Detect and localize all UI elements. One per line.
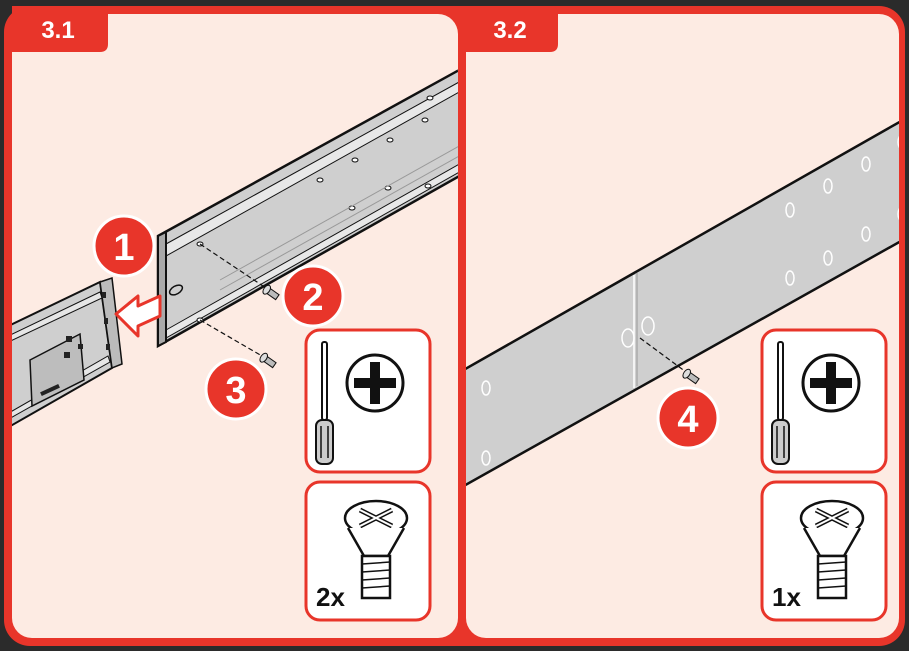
- screw-icon: [262, 284, 280, 301]
- inner-rail: [12, 276, 123, 434]
- screw-icon: [343, 499, 409, 600]
- tool-box-driver-left: [304, 328, 432, 474]
- tool-box-screw-right: 1x: [760, 480, 888, 622]
- screw-guide-upper: [199, 243, 267, 289]
- panel-tab-3-2: 3.2: [466, 6, 558, 52]
- screw-icon: [799, 499, 865, 600]
- step-badge-3: 3: [204, 357, 268, 421]
- tool-box-screw-left: 2x: [304, 480, 432, 622]
- screwdriver-icon: [315, 341, 334, 465]
- phillips-plus-icon: [801, 353, 861, 413]
- screwdriver-icon: [771, 341, 790, 465]
- panel-3-1: [12, 61, 458, 434]
- screw-guide: [639, 337, 687, 373]
- step-number: 4: [677, 399, 698, 441]
- step-badge-1: 1: [92, 214, 156, 278]
- step-number: 1: [113, 227, 134, 269]
- screw-guide-lower: [199, 319, 263, 357]
- phillips-plus-icon: [345, 353, 405, 413]
- arrow-left-icon: [114, 294, 162, 338]
- panel-label: 3.1: [41, 17, 74, 44]
- panel-label: 3.2: [493, 17, 526, 44]
- screw-icon: [682, 368, 700, 385]
- step-number: 3: [225, 370, 246, 412]
- tool-box-driver-right: [760, 328, 888, 474]
- step-badge-4: 4: [656, 386, 720, 450]
- panel-3-2: [466, 113, 899, 491]
- panel-divider: [458, 30, 466, 646]
- screw-count: 2x: [316, 582, 345, 612]
- assembled-rail: [466, 113, 899, 491]
- step-number: 2: [302, 277, 323, 319]
- panel-tab-3-1: 3.1: [12, 6, 108, 52]
- step-badge-2: 2: [281, 264, 345, 328]
- screw-count: 1x: [772, 582, 801, 612]
- outer-rail: [156, 61, 458, 349]
- screw-icon: [259, 352, 277, 369]
